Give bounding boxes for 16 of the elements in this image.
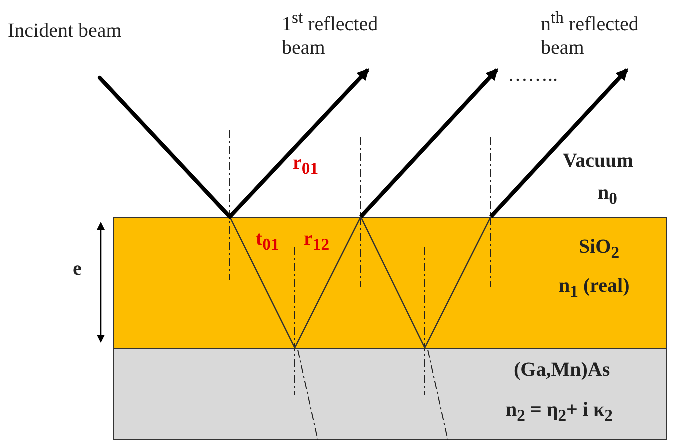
beam-label: Incident beam	[8, 20, 122, 43]
layer-name: (Ga,Mn)As	[514, 359, 610, 382]
medium-label: Vacuum	[563, 150, 634, 173]
refractive-index: n$_{0}$	[598, 182, 618, 208]
film-layer	[113, 217, 667, 349]
ellipsis: ……..	[508, 64, 558, 87]
layer-name: SiO$_{2}$	[579, 236, 620, 262]
refractive-index: n$_{1}$ (real)	[559, 275, 630, 302]
substrate-layer	[113, 348, 667, 440]
beam-label: n$^{th}$ reflected beam	[541, 8, 640, 60]
coefficient-label: r$_{12}$	[304, 228, 330, 254]
refractive-index: n$_{2}$ = η$_{2}$+ i κ$_{2}$	[506, 399, 613, 426]
beam-label: 1$^{st}$ reflected beam	[282, 8, 380, 60]
coefficient-label: r$_{01}$	[293, 152, 319, 178]
coefficient-label: t$_{01}$	[256, 228, 280, 254]
thickness-label: e	[73, 258, 82, 281]
